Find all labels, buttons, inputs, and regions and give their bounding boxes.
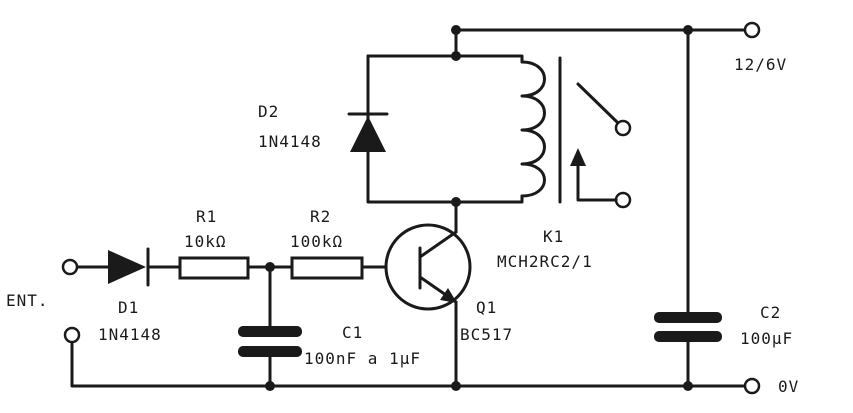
q1-emitter-arrow-icon [440,288,457,303]
label-d1-ref: D1 [118,298,139,317]
relay-coil-icon [520,60,546,198]
c2-plate-bottom [654,331,722,342]
labels: D2 1N4148 12/6V R1 10kΩ R2 100kΩ K1 MCH2… [6,55,799,396]
resistor-r1 [178,256,250,280]
relay-switch-arm [576,82,619,124]
label-r1-value: 10kΩ [184,232,227,251]
junction-dot [683,25,693,35]
c1-plate-bottom [238,346,302,357]
resistor-r2 [290,256,364,280]
label-r2-value: 100kΩ [290,232,343,251]
label-d2-ref: D2 [258,102,279,121]
label-supply: 12/6V [734,55,787,74]
q1-envelope [384,223,472,311]
q1-collector [418,230,458,259]
input-terminal-bottom [63,326,81,344]
junction-dot [451,25,461,35]
diode-d2 [347,112,389,152]
label-k1-ref: K1 [543,227,564,246]
label-r1-ref: R1 [196,207,217,226]
junction-dot [451,51,461,61]
junction-dot [265,381,275,391]
label-r2-ref: R2 [310,207,331,226]
relay-k1 [520,56,632,209]
label-input: ENT. [6,291,49,310]
label-c2-value: 100µF [740,329,793,348]
relay-contact-bottom [614,191,632,209]
label-c1-ref: C1 [342,323,363,342]
label-q1-part: BC517 [460,325,513,344]
c1-plate-top [238,326,302,337]
relay-fixed-contact [576,164,618,202]
d2-triangle [350,116,386,152]
label-c2-ref: C2 [760,303,781,322]
label-ground: 0V [778,377,799,396]
c2-plate-top [654,312,722,323]
relay-contact-top [614,119,632,137]
relay-actuator-arrow-icon [570,148,586,166]
wires [70,28,747,388]
capacitor-c1 [238,326,302,357]
label-d1-part: 1N4148 [98,325,162,344]
terminals [61,21,761,395]
label-d2-part: 1N4148 [258,132,322,151]
ground-terminal [743,377,761,395]
d2-left-branch [366,54,458,204]
supply-terminal [743,21,761,39]
diode-d1 [108,247,150,287]
relay-coil-bottom [454,194,524,234]
ground-rail [70,340,747,388]
relay-loop-top [366,54,524,64]
d1-triangle [108,250,146,284]
junction-dot [683,381,693,391]
junction-dot [265,262,275,272]
junction-dot [451,381,461,391]
label-k1-part: MCH2RC2/1 [497,252,593,271]
label-q1-ref: Q1 [476,298,497,317]
capacitor-c2 [654,312,722,342]
input-terminal-top [61,258,79,276]
label-c1-value: 100nF a 1µF [304,349,421,368]
transistor-q1 [384,200,472,311]
